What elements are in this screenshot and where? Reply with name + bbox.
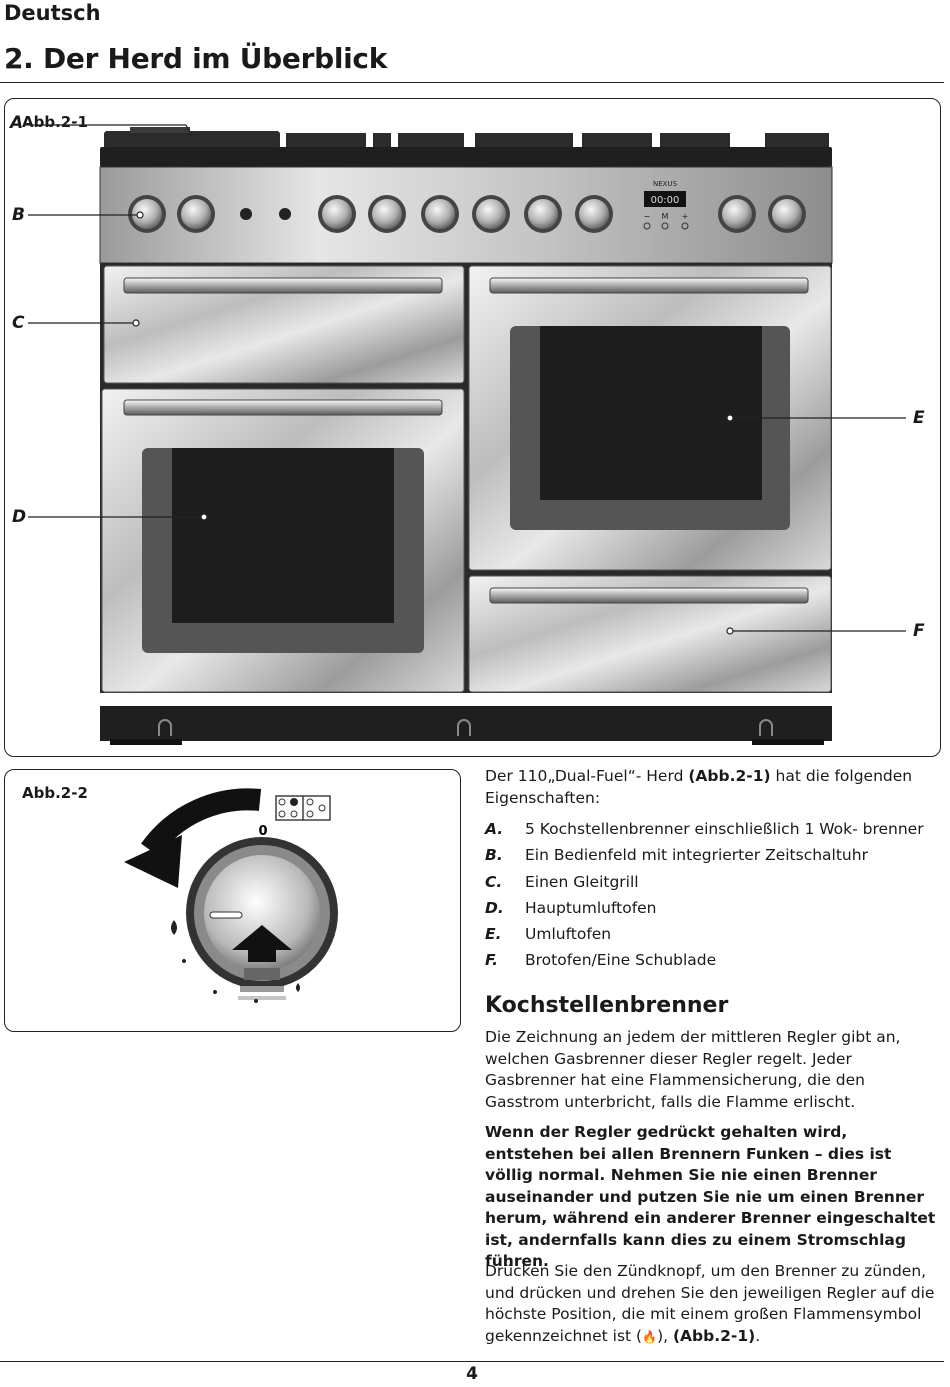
flame-symbol-icon: 🔥 [642, 1329, 658, 1344]
burner-symbol-icon [275, 795, 331, 821]
callout-d: D [12, 507, 27, 527]
knob-illustration: 0 [124, 788, 338, 1003]
callout-a: A [10, 113, 24, 133]
page-number: 4 [466, 1364, 478, 1384]
callout-e: E [913, 408, 925, 428]
rotate-arrow [141, 788, 262, 857]
knob-face [204, 855, 320, 971]
burners-heading: Kochstellenbrenner [485, 993, 729, 1018]
intro-paragraph: Der 110„Dual-Fuel“- Herd (Abb.2-1) hat d… [485, 767, 913, 807]
list-item: F.Brotofen/Eine Schublade [485, 951, 717, 970]
feature-list: A.5 Kochstellenbrenner einschließlich 1 … [485, 818, 940, 976]
storage-drawer [468, 575, 832, 693]
fan-oven-door [468, 265, 832, 571]
control-panel [99, 166, 833, 264]
list-item: E.Umluftofen [485, 925, 612, 944]
svg-text:00:00: 00:00 [651, 195, 680, 206]
callout-c: C [12, 313, 25, 333]
callout-leader-lines [24, 124, 906, 635]
flame-large-icon [171, 920, 177, 935]
list-item: A.5 Kochstellenbrenner einschließlich 1 … [485, 820, 924, 838]
section-title: 2. Der Herd im Überblick [4, 42, 388, 75]
list-item: C.Einen Gleitgrill [485, 872, 639, 891]
figure-knob-detail [4, 769, 461, 1032]
brand-label: NEXUS [653, 180, 678, 188]
grill-door [103, 265, 465, 384]
svg-text:+: + [682, 212, 689, 221]
control-knobs [128, 195, 806, 233]
clock-display: 00:00 NEXUS − M + [643, 180, 689, 230]
header-rule [0, 82, 944, 83]
range-cooker-illustration: 00:00 NEXUS − M + [24, 124, 906, 745]
knob-zero-mark: 0 [258, 824, 267, 839]
language-label: Deutsch [4, 1, 101, 25]
flame-small-icon [296, 983, 300, 992]
main-oven-door [101, 388, 465, 693]
figure1-label: Abb.2-1 [22, 113, 88, 131]
svg-text:M: M [662, 212, 669, 221]
figure2-label: Abb.2-2 [22, 784, 88, 802]
hob-pan-supports [100, 127, 832, 167]
figure-range-overview [4, 98, 941, 757]
list-item: B.Ein Bedienfeld mit integrierter Zeitsc… [485, 846, 868, 865]
ignition-paragraph: Drücken Sie den Zündknopf, um den Brenne… [485, 1262, 935, 1345]
press-arrow-icon [232, 925, 292, 962]
list-item: D.Hauptumluftofen [485, 898, 657, 917]
svg-text:−: − [644, 212, 651, 221]
footer-rule [0, 1361, 944, 1362]
callout-f: F [913, 621, 925, 641]
burners-paragraph: Die Zeichnung an jedem der mittleren Reg… [485, 1028, 901, 1111]
plinth [100, 706, 832, 745]
callout-b: B [12, 205, 25, 225]
burners-warning: Wenn der Regler gedrückt gehalten wird, … [485, 1123, 936, 1270]
